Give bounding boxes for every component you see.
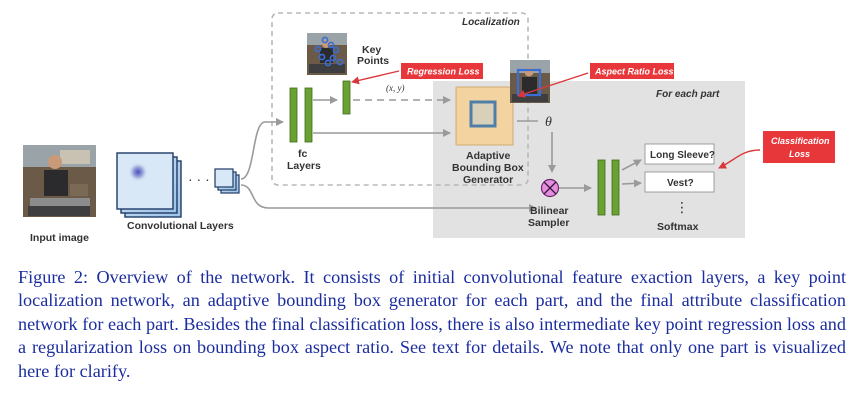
arrow-conv-to-sampler xyxy=(240,184,537,212)
option-long-sleeve-label: Long Sleeve? xyxy=(650,150,715,161)
aspect-loss-tag xyxy=(590,63,674,79)
fc-layer-2 xyxy=(304,87,313,143)
generator-label-2: Bounding Box xyxy=(452,162,524,174)
classification-loss-label-2: Loss xyxy=(789,149,810,159)
option-long-sleeve-box xyxy=(644,143,715,165)
arrow-classification-loss xyxy=(718,149,761,169)
option-vest-label: Vest? xyxy=(667,178,694,189)
keypoints-image xyxy=(307,33,347,75)
fc-layers-label-1: fc xyxy=(298,148,307,160)
sampler-label-1: Bilinear xyxy=(530,205,569,217)
key-points-label-1: Key xyxy=(362,44,381,56)
part-crop-image xyxy=(510,60,550,103)
input-image xyxy=(23,145,96,217)
part-fc-layer-1 xyxy=(597,159,606,216)
arrow-to-option-2 xyxy=(621,179,642,188)
regression-loss-label: Regression Loss xyxy=(407,67,480,77)
conv-label: Convolutional Layers xyxy=(127,220,234,232)
generator-icon xyxy=(469,100,497,128)
fc-layer-1 xyxy=(289,87,298,143)
classification-loss-label-1: Classification xyxy=(771,136,830,146)
arrow-regression-loss xyxy=(351,70,400,85)
arrow-conv-to-fc xyxy=(240,118,284,180)
key-points-label-2: Points xyxy=(357,55,389,67)
softmax-label: Softmax xyxy=(657,221,699,233)
arrow-to-option-1 xyxy=(621,159,642,171)
localization-title: Localization xyxy=(462,17,520,28)
generator-label-1: Adaptive xyxy=(466,150,511,162)
theta-label: θ xyxy=(545,115,552,130)
bounding-box-generator xyxy=(455,86,514,146)
classification-loss-tag xyxy=(763,131,835,163)
xy-label: (x, y) xyxy=(386,83,404,93)
conv-feature-maps xyxy=(116,152,182,218)
options-ellipsis: ⋮ xyxy=(675,199,689,215)
keypoint-fc-layer xyxy=(342,80,351,115)
fc-layers-label-2: Layers xyxy=(287,160,321,172)
sampler-label-2: Sampler xyxy=(528,217,569,229)
figure-caption: Figure 2: Overview of the network. It co… xyxy=(18,267,846,381)
conv-ellipsis: · · · xyxy=(188,171,210,187)
arrow-aspect-loss xyxy=(517,72,589,98)
regression-loss-tag xyxy=(401,63,483,79)
conv-feature-maps-small xyxy=(214,168,240,194)
option-vest-box xyxy=(644,171,715,193)
input-image-label: Input image xyxy=(30,232,89,244)
generator-label-3: Generator xyxy=(463,174,513,186)
aspect-loss-label: Aspect Ratio Loss xyxy=(594,67,674,77)
part-panel-title: For each part xyxy=(656,89,720,100)
part-fc-layer-2 xyxy=(611,159,620,216)
bilinear-sampler-icon xyxy=(540,178,560,198)
